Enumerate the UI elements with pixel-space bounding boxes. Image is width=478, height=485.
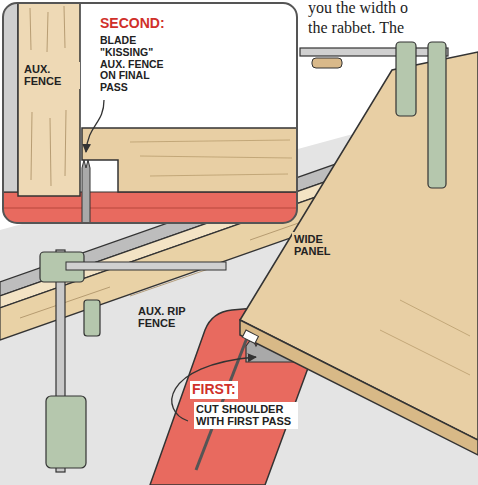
callout-note: BLADE "KISSING" AUX. FENCE ON FINAL PASS <box>98 34 180 95</box>
part-label: AUX. RIP FENCE <box>136 304 204 331</box>
callout-note: CUT SHOULDER WITH FIRST PASS <box>194 402 298 429</box>
step-heading: SECOND: <box>98 15 167 33</box>
body-text: the rabbet. The <box>306 18 406 38</box>
part-label: AUX. FENCE <box>22 62 80 89</box>
body-text: you the width o <box>306 0 410 18</box>
part-label: WIDE PANEL <box>292 232 356 259</box>
step-heading: FIRST: <box>190 381 238 399</box>
